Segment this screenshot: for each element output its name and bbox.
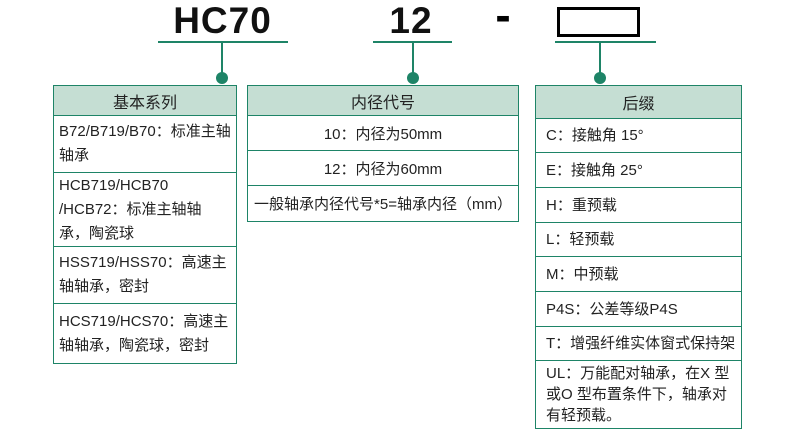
separator-dash: - — [495, 0, 511, 41]
table-row: 一般轴承内径代号*5=轴承内径（mm） — [254, 196, 512, 213]
basic-series-header: 基本系列 — [54, 86, 236, 116]
series-underline — [158, 41, 288, 43]
suffix-placeholder-box — [557, 7, 640, 37]
bore-code-header: 内径代号 — [248, 86, 518, 116]
suffix-header: 后缀 — [536, 86, 741, 119]
table-row: B72/B719/B70：标准主轴轴承 — [54, 116, 236, 173]
bore-connector-line — [412, 41, 414, 81]
series-code-label: HC70 — [173, 0, 272, 41]
bore-code-table: 内径代号 10：内径为50mm 12：内径为60mm 一般轴承内径代号*5=轴承… — [247, 85, 519, 222]
table-row: L：轻预载 — [536, 223, 741, 257]
table-row: HCS719/HCS70：高速主轴轴承，陶瓷球，密封 — [59, 312, 229, 354]
bore-connector-dot — [407, 72, 419, 84]
bore-code-label: 12 — [389, 0, 433, 41]
suffix-connector-line — [599, 41, 601, 81]
table-row: 10：内径为50mm — [248, 116, 518, 151]
table-row: H：重预载 — [536, 188, 741, 223]
series-connector-dot — [216, 72, 228, 84]
series-connector-line — [221, 41, 223, 81]
basic-series-table: 基本系列 B72/B719/B70：标准主轴轴承 HCB719/HCB70 /H… — [53, 85, 237, 364]
table-row: E：接触角 25° — [536, 153, 741, 188]
table-row: C：接触角 15° — [536, 119, 741, 153]
suffix-underline — [555, 41, 656, 43]
table-row: M：中预载 — [536, 257, 741, 292]
table-row: HSS719/HSS70：高速主轴轴承，密封 — [54, 247, 236, 304]
table-row: P4S：公差等级P4S — [536, 292, 741, 327]
table-row: 12：内径为60mm — [248, 151, 518, 186]
suffix-table: 后缀 C：接触角 15° E：接触角 25° H：重预载 L：轻预载 M：中预载… — [535, 85, 742, 429]
table-row: UL：万能配对轴承，在X 型或O 型布置条件下，轴承对有轻预载。 — [546, 365, 730, 424]
table-row: T：增强纤维实体窗式保持架 — [536, 327, 741, 361]
table-row: HCB719/HCB70 /HCB72：标准主轴轴承，陶瓷球 — [54, 173, 236, 247]
suffix-connector-dot — [594, 72, 606, 84]
